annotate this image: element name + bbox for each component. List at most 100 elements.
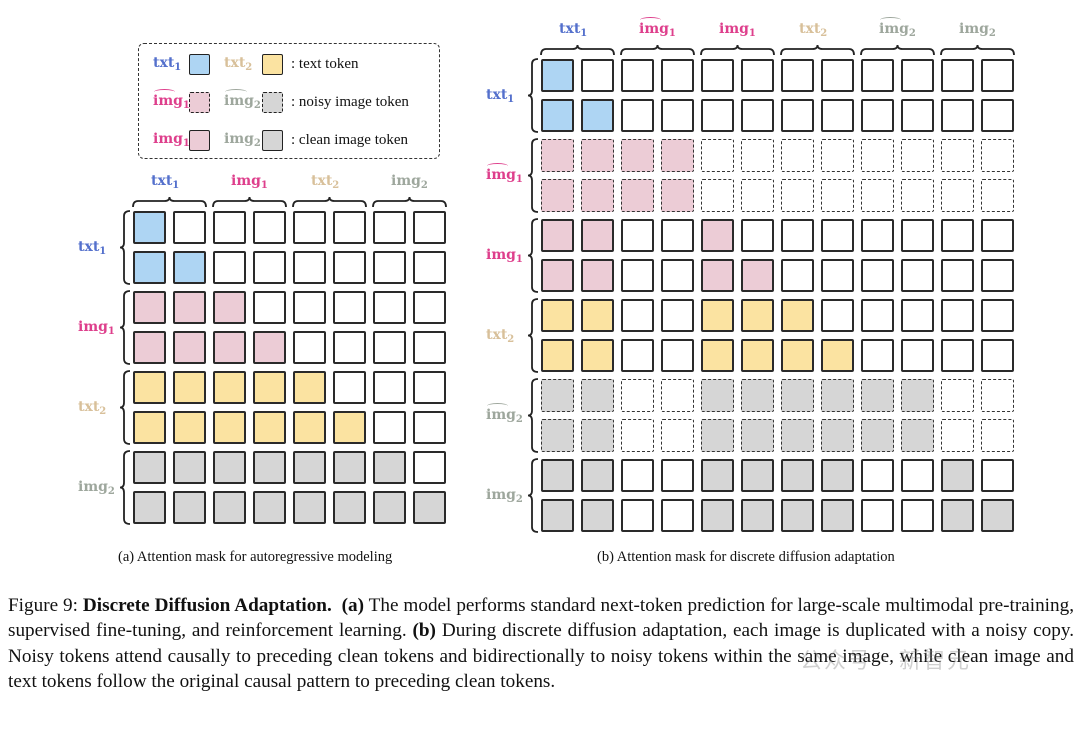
mask-cell-attend — [293, 491, 326, 524]
token-label-base: txt — [486, 87, 508, 103]
mask-cell-blocked — [373, 331, 406, 364]
mask-cell-attend — [661, 139, 694, 172]
mask-cell-attend — [701, 379, 734, 412]
mask-cell-blocked — [981, 339, 1014, 372]
mask-cell-attend — [333, 491, 366, 524]
column-group-label: img1 — [231, 174, 268, 191]
mask-cell-attend — [661, 179, 694, 212]
mask-cell-blocked — [661, 219, 694, 252]
mask-cell-attend — [821, 459, 854, 492]
mask-cell-blocked — [821, 299, 854, 332]
mask-cell-blocked — [413, 251, 446, 284]
token-label-sub: 2 — [515, 414, 523, 425]
mask-cell-blocked — [901, 179, 934, 212]
mask-cell-blocked — [901, 259, 934, 292]
mask-cell-blocked — [661, 59, 694, 92]
legend-text: : noisy image token — [291, 93, 409, 110]
mask-cell-attend — [581, 99, 614, 132]
mask-cell-blocked — [701, 179, 734, 212]
mask-cell-blocked — [373, 371, 406, 404]
mask-cell-attend — [581, 459, 614, 492]
token-label: img2 — [224, 88, 262, 111]
mask-cell-attend — [213, 411, 246, 444]
mask-cell-blocked — [621, 339, 654, 372]
row-group-label: txt1 — [486, 88, 514, 105]
token-label: img2 — [224, 132, 262, 149]
token-label-sub: 2 — [908, 28, 916, 39]
mask-cell-attend — [173, 451, 206, 484]
mask-cell-blocked — [701, 139, 734, 172]
mask-cell-blocked — [253, 291, 286, 324]
mask-cell-blocked — [781, 179, 814, 212]
mask-cell-attend — [741, 499, 774, 532]
mask-cell-blocked — [661, 339, 694, 372]
mask-cell-attend — [541, 99, 574, 132]
token-label-base: img — [879, 21, 909, 37]
mask-cell-attend — [333, 411, 366, 444]
mask-cell-blocked — [293, 291, 326, 324]
mask-cell-blocked — [661, 419, 694, 452]
mask-cell-attend — [173, 251, 206, 284]
mask-cell-blocked — [661, 379, 694, 412]
mask-cell-blocked — [373, 411, 406, 444]
token-label-base: txt — [311, 173, 333, 189]
mask-cell-blocked — [701, 59, 734, 92]
mask-cell-attend — [741, 299, 774, 332]
mask-cell-attend — [541, 299, 574, 332]
token-label-base: img — [486, 247, 516, 263]
mask-cell-attend — [821, 339, 854, 372]
mask-cell-blocked — [741, 139, 774, 172]
mask-cell-attend — [901, 379, 934, 412]
token-label-base: txt — [78, 399, 100, 415]
mask-cell-blocked — [941, 179, 974, 212]
mask-cell-attend — [213, 371, 246, 404]
mask-cell-blocked — [701, 99, 734, 132]
row-group-label: txt1 — [78, 240, 106, 257]
mask-cell-blocked — [741, 99, 774, 132]
token-label-sub: 2 — [820, 28, 828, 39]
mask-cell-attend — [213, 451, 246, 484]
mask-cell-attend — [701, 219, 734, 252]
legend-swatch — [262, 91, 283, 113]
mask-cell-blocked — [941, 299, 974, 332]
mask-cell-blocked — [333, 371, 366, 404]
legend-swatch — [262, 129, 283, 151]
token-label-sub: 1 — [668, 28, 676, 39]
mask-cell-blocked — [901, 339, 934, 372]
mask-cell-attend — [781, 299, 814, 332]
mask-cell-blocked — [821, 59, 854, 92]
mask-cell-attend — [901, 419, 934, 452]
column-group-label: img2 — [959, 22, 996, 39]
mask-cell-attend — [333, 451, 366, 484]
token-label-sub: 2 — [507, 334, 515, 345]
mask-cell-blocked — [941, 59, 974, 92]
mask-cell-attend — [581, 499, 614, 532]
mask-cell-blocked — [661, 299, 694, 332]
brace — [119, 450, 131, 525]
mask-cell-blocked — [821, 219, 854, 252]
brace — [292, 196, 367, 208]
mask-cell-blocked — [981, 179, 1014, 212]
caption-text — [332, 595, 342, 616]
token-label-base: img — [719, 21, 749, 37]
token-label-base: img — [78, 319, 108, 335]
mask-cell-attend — [373, 451, 406, 484]
mask-cell-blocked — [821, 139, 854, 172]
mask-cell-attend — [541, 139, 574, 172]
token-label-sub: 1 — [748, 28, 756, 39]
token-label-base: txt — [559, 21, 581, 37]
mask-cell-attend — [701, 339, 734, 372]
token-label-base: img — [959, 21, 989, 37]
mask-cell-blocked — [213, 211, 246, 244]
mask-cell-blocked — [253, 251, 286, 284]
mask-cell-blocked — [741, 59, 774, 92]
mask-cell-blocked — [621, 59, 654, 92]
mask-cell-attend — [133, 211, 166, 244]
mask-cell-blocked — [253, 211, 286, 244]
mask-cell-attend — [373, 491, 406, 524]
token-label-base: txt — [224, 54, 246, 71]
mask-cell-attend — [253, 491, 286, 524]
brace — [119, 290, 131, 365]
token-label-base: img — [231, 173, 261, 189]
